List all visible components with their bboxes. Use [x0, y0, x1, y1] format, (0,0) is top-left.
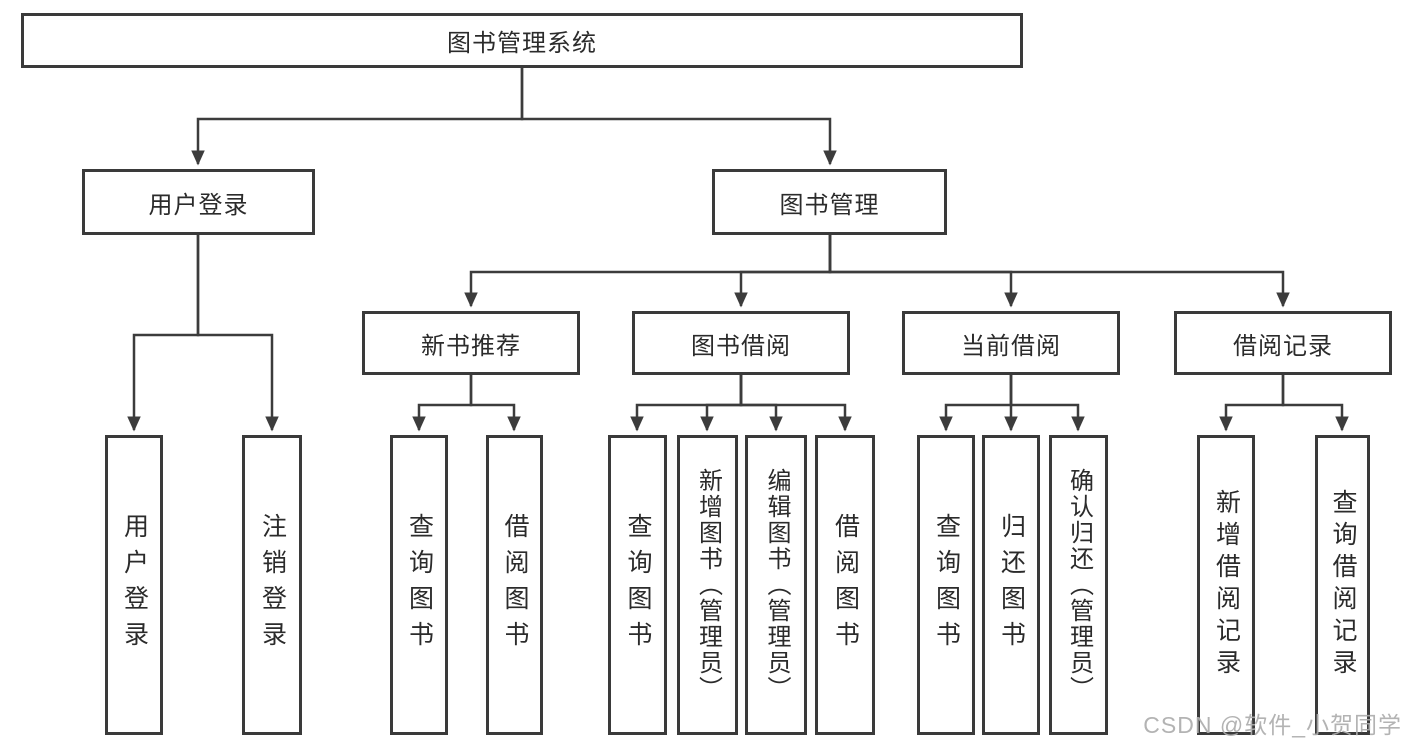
connector-mgmt-records	[828, 235, 1290, 308]
node-leaf-edit-books-admin: 编辑图书（管理员）	[745, 435, 807, 735]
node-leaf-query-books-1: 查询图书	[390, 435, 448, 735]
connector-newbook-leaf1	[412, 375, 473, 432]
connector-borrow-leaf2	[700, 375, 743, 432]
connector-mgmt-borrow	[734, 235, 832, 308]
node-leaf-return-books: 归还图书	[982, 435, 1040, 735]
node-leaf-borrow-books-1-label: 借阅图书	[501, 513, 529, 657]
connector-borrow-leaf3	[739, 375, 783, 432]
node-leaf-query-borrow-record: 查询借阅记录	[1315, 435, 1370, 735]
node-book-management-label: 图书管理	[779, 191, 880, 219]
node-book-management: 图书管理	[712, 169, 947, 235]
node-leaf-query-books-2: 查询图书	[608, 435, 667, 735]
node-leaf-query-books-3-label: 查询图书	[932, 513, 961, 657]
connector-mgmt-newbook	[464, 235, 832, 308]
node-new-book-recommendation-label: 新书推荐	[421, 332, 521, 360]
node-book-borrowing: 图书借阅	[632, 311, 850, 375]
node-leaf-query-books-1-label: 查询图书	[405, 513, 434, 657]
connector-mgmt-current	[828, 235, 1018, 308]
node-current-borrowing-label: 当前借阅	[961, 332, 1061, 360]
connector-userlogin-leaf1	[127, 235, 200, 432]
node-leaf-edit-books-admin-label: 编辑图书（管理员）	[763, 468, 790, 702]
node-leaf-add-borrow-record-label: 新增借阅记录	[1212, 489, 1241, 681]
connector-records-leaf2	[1281, 375, 1349, 432]
node-leaf-borrow-books-2-label: 借阅图书	[831, 513, 860, 657]
node-root-label: 图书管理系统	[447, 30, 597, 57]
node-borrowing-records: 借阅记录	[1174, 311, 1392, 375]
node-user-login: 用户登录	[82, 169, 315, 235]
node-leaf-add-books-admin: 新增图书（管理员）	[677, 435, 738, 735]
connector-root-user-login	[191, 68, 524, 166]
connector-userlogin-leaf2	[196, 235, 279, 432]
connector-current-leaf1	[939, 375, 1013, 432]
connector-current-leaf3	[1009, 375, 1085, 432]
connector-borrow-leaf4	[739, 375, 852, 432]
node-leaf-borrow-books-2: 借阅图书	[815, 435, 875, 735]
node-leaf-confirm-return-admin-label: 确认归还（管理员）	[1065, 468, 1093, 702]
node-leaf-add-borrow-record: 新增借阅记录	[1197, 435, 1255, 735]
node-leaf-confirm-return-admin: 确认归还（管理员）	[1049, 435, 1108, 735]
node-leaf-query-borrow-record-label: 查询借阅记录	[1329, 489, 1357, 681]
node-current-borrowing: 当前借阅	[902, 311, 1120, 375]
connector-newbook-leaf2	[469, 375, 521, 432]
node-root: 图书管理系统	[21, 13, 1023, 68]
node-leaf-logout-label: 注销登录	[258, 513, 287, 657]
node-new-book-recommendation: 新书推荐	[362, 311, 580, 375]
node-user-login-label: 用户登录	[148, 191, 249, 219]
node-leaf-logout: 注销登录	[242, 435, 302, 735]
node-borrowing-records-label: 借阅记录	[1233, 332, 1333, 360]
connector-borrow-leaf1	[630, 375, 743, 432]
node-leaf-user-login-label: 用户登录	[120, 513, 149, 657]
node-leaf-return-books-label: 归还图书	[997, 513, 1026, 657]
node-leaf-borrow-books-1: 借阅图书	[486, 435, 543, 735]
connector-root-book-management	[520, 68, 837, 166]
connector-records-leaf1	[1219, 375, 1285, 432]
node-leaf-add-books-admin-label: 新增图书（管理员）	[694, 468, 722, 702]
watermark: CSDN @软件_小贺同学	[1143, 712, 1402, 738]
node-leaf-query-books-2-label: 查询图书	[624, 513, 652, 657]
node-book-borrowing-label: 图书借阅	[691, 332, 791, 360]
node-leaf-user-login: 用户登录	[105, 435, 163, 735]
node-leaf-query-books-3: 查询图书	[917, 435, 975, 735]
